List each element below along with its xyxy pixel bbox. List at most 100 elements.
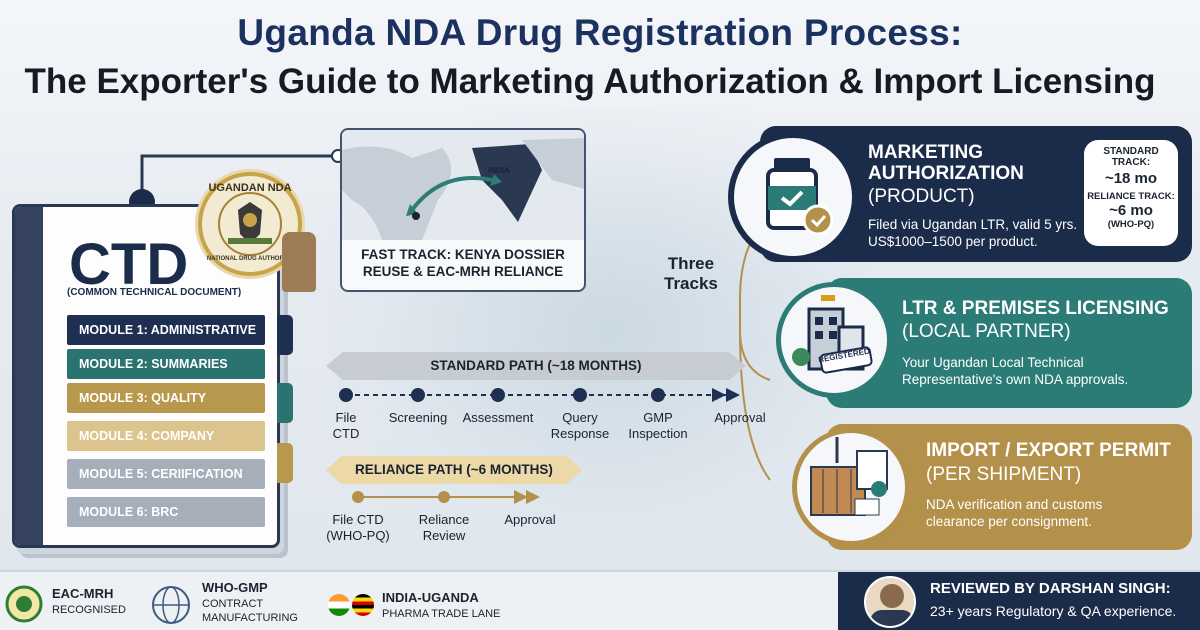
standard-step-label: Assessment: [458, 410, 538, 426]
three-tracks-label: Three Tracks: [664, 254, 718, 294]
three-tracks-line2: Tracks: [664, 274, 718, 293]
standard-track-label-line2: TRACK:: [1111, 157, 1151, 168]
three-tracks-line1: Three: [667, 254, 715, 273]
marketing-desc-line2: US$1000–1500 per product.: [868, 234, 1038, 249]
world-map: [342, 130, 584, 240]
standard-track-value: ~18 mo: [1104, 170, 1158, 187]
marketing-title-line2: AUTHORIZATION: [868, 163, 1024, 184]
marketing-description: Filed via Ugandan LTR, valid 5 yrs. US$1…: [868, 216, 1077, 250]
ctd-heading: CTD: [69, 232, 189, 297]
ltr-subtitle: (LOCAL PARTNER): [902, 321, 1071, 342]
uganda-flag-icon: [352, 594, 374, 616]
trade-title: INDIA-UGANDA: [382, 590, 479, 605]
reviewer-name: REVIEWED BY DARSHAN SINGH:: [930, 580, 1171, 597]
import-desc-line1: NDA verification and customs: [926, 497, 1103, 512]
ctd-module: MODULE 6: BRC: [67, 497, 265, 527]
ctd-module: MODULE 5: CERIIFICATION: [67, 459, 265, 489]
import-title: IMPORT / EXPORT PERMIT: [926, 440, 1171, 461]
eac-title: EAC-MRH: [52, 586, 114, 601]
reviewer-avatar: [864, 576, 916, 628]
reliance-step-line2: Review: [422, 528, 466, 543]
ltr-title: LTR & PREMISES LICENSING: [902, 298, 1169, 319]
standard-step-line2: Response: [550, 426, 610, 441]
marketing-title: MARKETING AUTHORIZATION: [868, 142, 1024, 184]
marketing-icon-circle: [728, 132, 858, 262]
standard-step-line1: Screening: [388, 410, 448, 425]
who-sub-line2: MANUFACTURING: [202, 612, 298, 624]
track-duration-pill: STANDARD TRACK: ~18 mo RELIANCE TRACK: ~…: [1084, 140, 1178, 246]
standard-track-label-line1: STANDARD: [1103, 146, 1159, 157]
ltr-desc-line2: Representative's own NDA approvals.: [902, 372, 1129, 387]
eac-sub: RECOGNISED: [52, 604, 126, 616]
map-caption-line2: REUSE & EAC-MRH RELIANCE: [362, 264, 564, 279]
eac-logo-icon: [5, 585, 43, 623]
reliance-step-line1: Reliance: [418, 512, 470, 527]
standard-track-label: STANDARD TRACK:: [1084, 146, 1178, 168]
standard-path-timeline: [339, 388, 740, 402]
import-subtitle: (PER SHIPMENT): [926, 464, 1082, 485]
ltr-desc-line1: Your Ugandan Local Technical: [902, 355, 1084, 370]
stamp-icon: [282, 232, 316, 292]
reliance-path-timeline: [352, 490, 540, 504]
who-sub-line1: CONTRACT: [202, 598, 264, 610]
medicine-bottle-icon: [766, 158, 834, 236]
import-desc-line2: clearance per consignment.: [926, 514, 1092, 529]
marketing-subtitle: (PRODUCT): [868, 186, 975, 207]
reviewer-panel: REVIEWED BY DARSHAN SINGH: 23+ years Reg…: [838, 572, 1200, 630]
ctd-subheading: (COMMON TECHNICAL DOCUMENT): [67, 287, 242, 298]
coat-of-arms-icon: [218, 192, 282, 256]
india-flag-icon: [328, 594, 350, 616]
binder-spine: [15, 207, 43, 545]
binder-tab: [277, 315, 293, 355]
standard-step-line1: Assessment: [462, 410, 534, 425]
binder-tab: [277, 383, 293, 423]
reliance-step-line2: (WHO-PQ): [326, 528, 390, 543]
reliance-track-note: (WHO-PQ): [1107, 219, 1155, 230]
standard-step-label: Screening: [378, 410, 458, 426]
seal-top-text: UGANDAN NDA: [208, 182, 292, 194]
who-title: WHO-GMP: [202, 580, 268, 595]
standard-step-line1: GMP: [643, 410, 673, 425]
footer-bar: EAC-MRH RECOGNISED WHO-GMP CONTRACT MANU…: [0, 570, 1200, 630]
ctd-module: MODULE 1: ADMINISTRATIVE: [67, 315, 265, 345]
reliance-track-label: RELIANCE TRACK:: [1087, 191, 1175, 202]
reliance-step-label: Approval: [490, 512, 570, 528]
standard-path-banner: STANDARD PATH (~18 MONTHS): [326, 352, 746, 380]
who-logo-icon: [152, 586, 190, 624]
trade-sub: PHARMA TRADE LANE: [382, 608, 501, 620]
seal-bottom-text: NATIONAL DRUG AUTHORITY: [206, 256, 294, 262]
standard-step-label: Approval: [700, 410, 780, 426]
reviewer-subtitle: 23+ years Regulatory & QA experience.: [930, 603, 1177, 619]
ctd-module: MODULE 3: QUALITY: [67, 383, 265, 413]
main-subtitle: The Exporter's Guide to Marketing Author…: [24, 62, 1156, 101]
reliance-track-value: ~6 mo: [1109, 202, 1153, 219]
standard-path-title: STANDARD PATH (~18 MONTHS): [430, 358, 642, 373]
reliance-path-banner: RELIANCE PATH (~6 MONTHS): [326, 456, 582, 484]
india-map-label: INDIA: [488, 166, 510, 175]
reliance-step-line1: Approval: [504, 512, 556, 527]
standard-step-line2: Inspection: [628, 426, 688, 441]
standard-step-line1: Query: [562, 410, 598, 425]
ctd-binder: CTD (COMMON TECHNICAL DOCUMENT) MODULE 1…: [12, 204, 293, 548]
import-description: NDA verification and customs clearance p…: [926, 496, 1102, 530]
main-title: Uganda NDA Drug Registration Process:: [237, 12, 963, 53]
fast-track-map-card: INDIA FAST TRACK: KENYA DOSSIER REUSE & …: [340, 128, 586, 292]
standard-step-line2: CTD: [332, 426, 360, 441]
ltr-description: Your Ugandan Local Technical Representat…: [902, 354, 1128, 388]
ctd-module: MODULE 4: COMPANY: [67, 421, 265, 451]
import-icon-circle: [792, 428, 910, 546]
reliance-step-label: File CTD(WHO-PQ): [318, 512, 398, 544]
marketing-title-line1: MARKETING: [868, 142, 984, 163]
reliance-path-title: RELIANCE PATH (~6 MONTHS): [355, 462, 553, 477]
standard-step-line1: Approval: [714, 410, 766, 425]
building-icon: [792, 295, 873, 374]
reliance-step-line1: File CTD: [332, 512, 384, 527]
standard-step-line1: File: [335, 410, 357, 425]
map-caption-line1: FAST TRACK: KENYA DOSSIER: [361, 247, 565, 262]
shipping-container-icon: [810, 437, 888, 516]
ltr-icon-circle: [776, 282, 892, 398]
